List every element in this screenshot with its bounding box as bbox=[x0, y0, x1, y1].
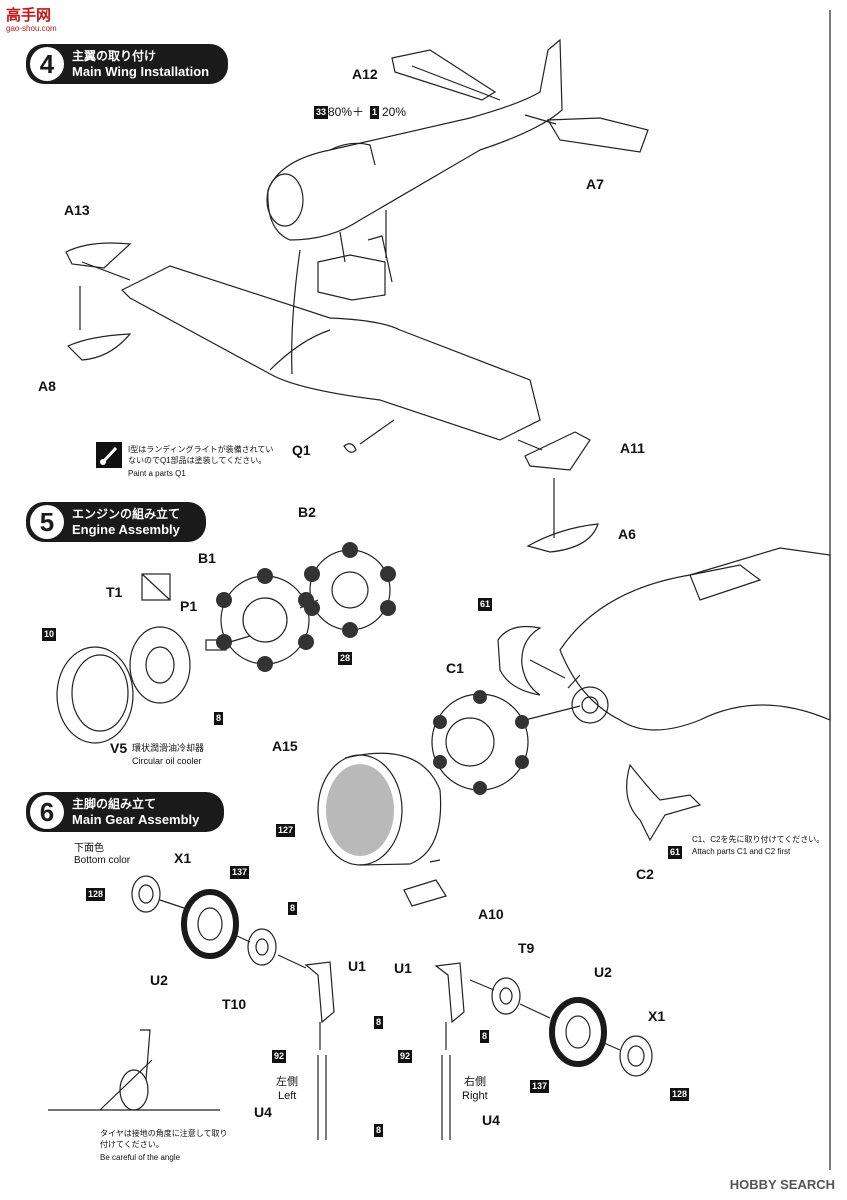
part-label-u1-left: U1 bbox=[348, 958, 366, 974]
step-5-title-en: Engine Assembly bbox=[72, 522, 180, 537]
part-label-p1: P1 bbox=[180, 598, 198, 614]
paint-box-8-engine: 8 bbox=[214, 712, 224, 725]
left-side-en: Left bbox=[278, 1090, 297, 1102]
part-label-b2: B2 bbox=[298, 504, 316, 520]
paint-box-28: 28 bbox=[338, 652, 353, 665]
paint-box-8-u1: 8 bbox=[374, 1016, 384, 1029]
v5-caption-ja: 環状潤滑油冷却器 bbox=[132, 743, 205, 753]
step-6-title-ja: 主脚の組み立て bbox=[72, 797, 157, 811]
step-6-number: 6 bbox=[30, 795, 64, 829]
step-6-banner: 6 主脚の組み立て Main Gear Assembly bbox=[26, 792, 224, 832]
tire-note-ja: タイヤは接地の角度に注意して取り付けてください。 bbox=[100, 1129, 228, 1149]
step-4-number: 4 bbox=[30, 47, 64, 81]
c-parts-note-ja: C1、C2を先に取り付けてください。 bbox=[692, 835, 825, 844]
right-side-ja: 右側 bbox=[464, 1076, 486, 1088]
part-label-c2: C2 bbox=[636, 866, 654, 882]
watermark-top-url: gao-shou.com bbox=[6, 24, 57, 33]
part-label-x1-right: X1 bbox=[648, 1008, 666, 1024]
paint-note-en: Paint a parts Q1 bbox=[128, 469, 186, 478]
part-label-u2-left: U2 bbox=[150, 972, 168, 988]
paint-box-127: 127 bbox=[276, 824, 296, 837]
step-4-banner: 4 主翼の取り付け Main Wing Installation bbox=[26, 44, 228, 84]
part-label-v5: V5 bbox=[110, 740, 128, 756]
bottom-color-ja: 下面色 bbox=[74, 843, 104, 854]
part-label-a13: A13 bbox=[64, 202, 90, 218]
step-5-title-ja: エンジンの組み立て bbox=[72, 507, 181, 521]
step-4-title-en: Main Wing Installation bbox=[72, 64, 210, 79]
paint-color-pct-2: 20% bbox=[382, 105, 407, 119]
v5-caption-en: Circular oil cooler bbox=[132, 756, 202, 766]
part-label-u1-right: U1 bbox=[394, 960, 412, 976]
part-label-a8: A8 bbox=[38, 378, 56, 394]
paint-box-137-left: 137 bbox=[230, 866, 250, 879]
part-label-u4-left: U4 bbox=[254, 1104, 272, 1120]
paint-box-137-right: 137 bbox=[530, 1080, 550, 1093]
part-label-b1: B1 bbox=[198, 550, 216, 566]
watermark-bottom-logo: HOBBY SEARCH bbox=[729, 1177, 835, 1192]
part-label-t9: T9 bbox=[518, 940, 535, 956]
step-5-banner: 5 エンジンの組み立て Engine Assembly bbox=[26, 502, 206, 542]
right-side-en: Right bbox=[462, 1090, 488, 1102]
part-label-t10: T10 bbox=[222, 996, 247, 1012]
left-side-ja: 左側 bbox=[276, 1076, 298, 1088]
paint-box-8-u4: 8 bbox=[374, 1124, 384, 1137]
part-label-a15: A15 bbox=[272, 738, 298, 754]
paint-box-8-t10: 8 bbox=[288, 902, 298, 915]
paint-color-pct-1: 80%＋ bbox=[328, 105, 365, 119]
watermark-top-logo: 高手网 bbox=[6, 7, 52, 24]
paint-box-128-left: 128 bbox=[86, 888, 106, 901]
part-label-x1-left: X1 bbox=[174, 850, 192, 866]
part-label-q1: Q1 bbox=[292, 442, 311, 458]
paint-color-box-1: 33 bbox=[314, 106, 329, 119]
paint-color-box-2: 1 bbox=[370, 106, 380, 119]
part-label-a11: A11 bbox=[620, 440, 645, 456]
paint-box-92-left: 92 bbox=[272, 1050, 287, 1063]
part-label-c1: C1 bbox=[446, 660, 464, 676]
part-label-a10: A10 bbox=[478, 906, 504, 922]
step-5-number: 5 bbox=[30, 505, 64, 539]
paint-box-92-right: 92 bbox=[398, 1050, 413, 1063]
part-label-t1: T1 bbox=[106, 584, 123, 600]
tire-note-en: Be careful of the angle bbox=[100, 1153, 181, 1162]
paint-box-10: 10 bbox=[42, 628, 57, 641]
paint-box-8-t9: 8 bbox=[480, 1030, 490, 1043]
part-label-u4-right: U4 bbox=[482, 1112, 500, 1128]
part-label-u2-right: U2 bbox=[594, 964, 612, 980]
paint-box-61-c2: 61 bbox=[668, 846, 683, 859]
paint-box-61-c1: 61 bbox=[478, 598, 493, 611]
step-6-title-en: Main Gear Assembly bbox=[72, 812, 200, 827]
part-label-a7: A7 bbox=[586, 176, 604, 192]
c-parts-note-en: Attach parts C1 and C2 first bbox=[692, 847, 791, 856]
paint-note-ja: I型はランディングライトが装備されていないのでQ1部品は塗装してください。 bbox=[128, 445, 274, 465]
bottom-color-en: Bottom color bbox=[74, 855, 131, 866]
paint-box-128-right: 128 bbox=[670, 1088, 690, 1101]
part-label-a6: A6 bbox=[618, 526, 636, 542]
part-label-a12: A12 bbox=[352, 66, 378, 82]
step-4-title-ja: 主翼の取り付け bbox=[72, 49, 157, 63]
